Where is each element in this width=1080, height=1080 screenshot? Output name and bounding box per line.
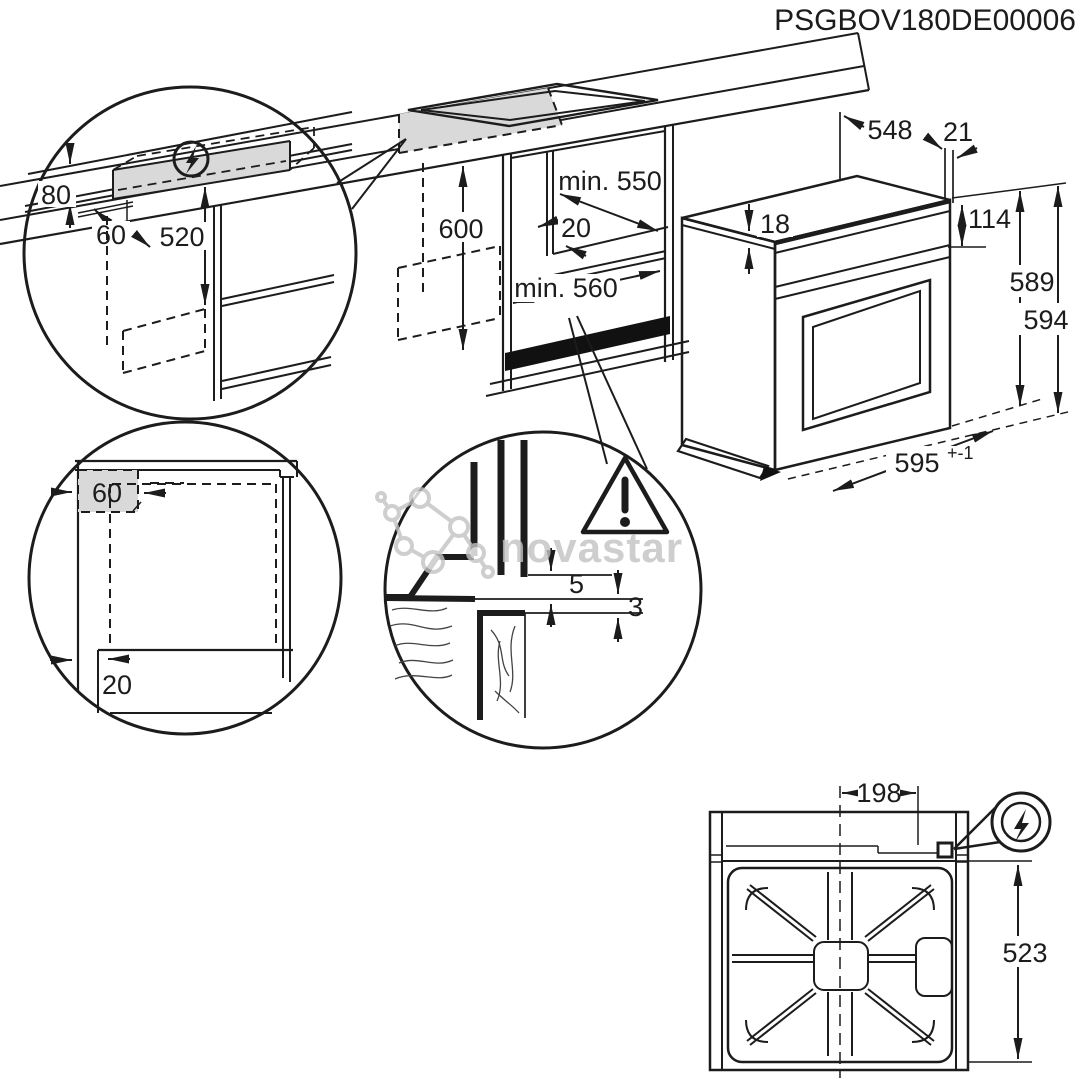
dim-panel-height: 114 [968,204,1011,234]
dim-connection-offset-rear: 198 [856,778,901,808]
dim-gap-lower: 3 [628,592,643,622]
dim-niche-height: 600 [438,214,483,244]
dim-height-total: 594 [1023,305,1068,335]
dim-gap-upper: 5 [569,569,584,599]
dim-width-tolerance: +-1 [947,443,974,463]
dim-width: 595 [894,448,939,478]
side-section-detail-circle: 60 20 [27,420,343,736]
lightning-bolt-icon [186,146,199,174]
rear-panel-ribs [732,872,935,1056]
hob-cutout [398,82,659,154]
page-title: PSGBOV180DE00006 [774,4,1076,37]
dim-plinth-recess: 20 [102,670,132,700]
callout-gap-detail [568,315,648,470]
oven-door [801,278,932,432]
dim-height-body: 589 [1009,267,1054,297]
connection-detail-circle: 80 60 520 [22,85,358,421]
oven-dimensions: 548 21 18 114 589 594 595 +-1 [744,112,1074,492]
dim-back-clearance: 20 [561,213,591,243]
dim-rear-depth: 523 [1002,938,1047,968]
watermark: novastar [375,487,683,579]
dim-back-gap: 21 [943,117,973,147]
warning-triangle-icon [580,455,670,535]
oven-foot [676,437,770,480]
dim-niche-depth: min. 550 [558,166,662,196]
dim-connection-drop: 520 [159,222,204,252]
watermark-molecule-logo [375,487,495,579]
connection-terminal-box [936,841,954,859]
connection-box-shading [113,141,290,199]
dim-connection-offset: 60 [96,220,126,250]
gap-detail-circle: 5 3 [383,430,703,750]
dim-top-inset: 18 [760,209,790,239]
dim-top-depth: 548 [867,115,912,145]
watermark-text: novastar [500,524,683,571]
electric-connection-balloon-icon [953,791,1052,853]
dim-niche-width: min. 560 [514,273,618,303]
lightning-bolt-icon [1014,809,1029,842]
callout-connection-detail [336,138,407,210]
electric-connection-icon [172,140,210,178]
oven-rear-view: 198 523 [708,778,1053,1078]
oven-isometric-view [676,174,952,481]
dim-connection-height: 80 [41,180,71,210]
plinth-strip [505,316,670,371]
dim-side-offset: 60 [92,478,122,508]
oven-door-window [812,289,921,421]
wood-grain [389,607,520,714]
cabinet-dimensions: 600 min. 550 20 min. 560 [436,166,662,350]
corner-offset-shading [78,470,138,512]
